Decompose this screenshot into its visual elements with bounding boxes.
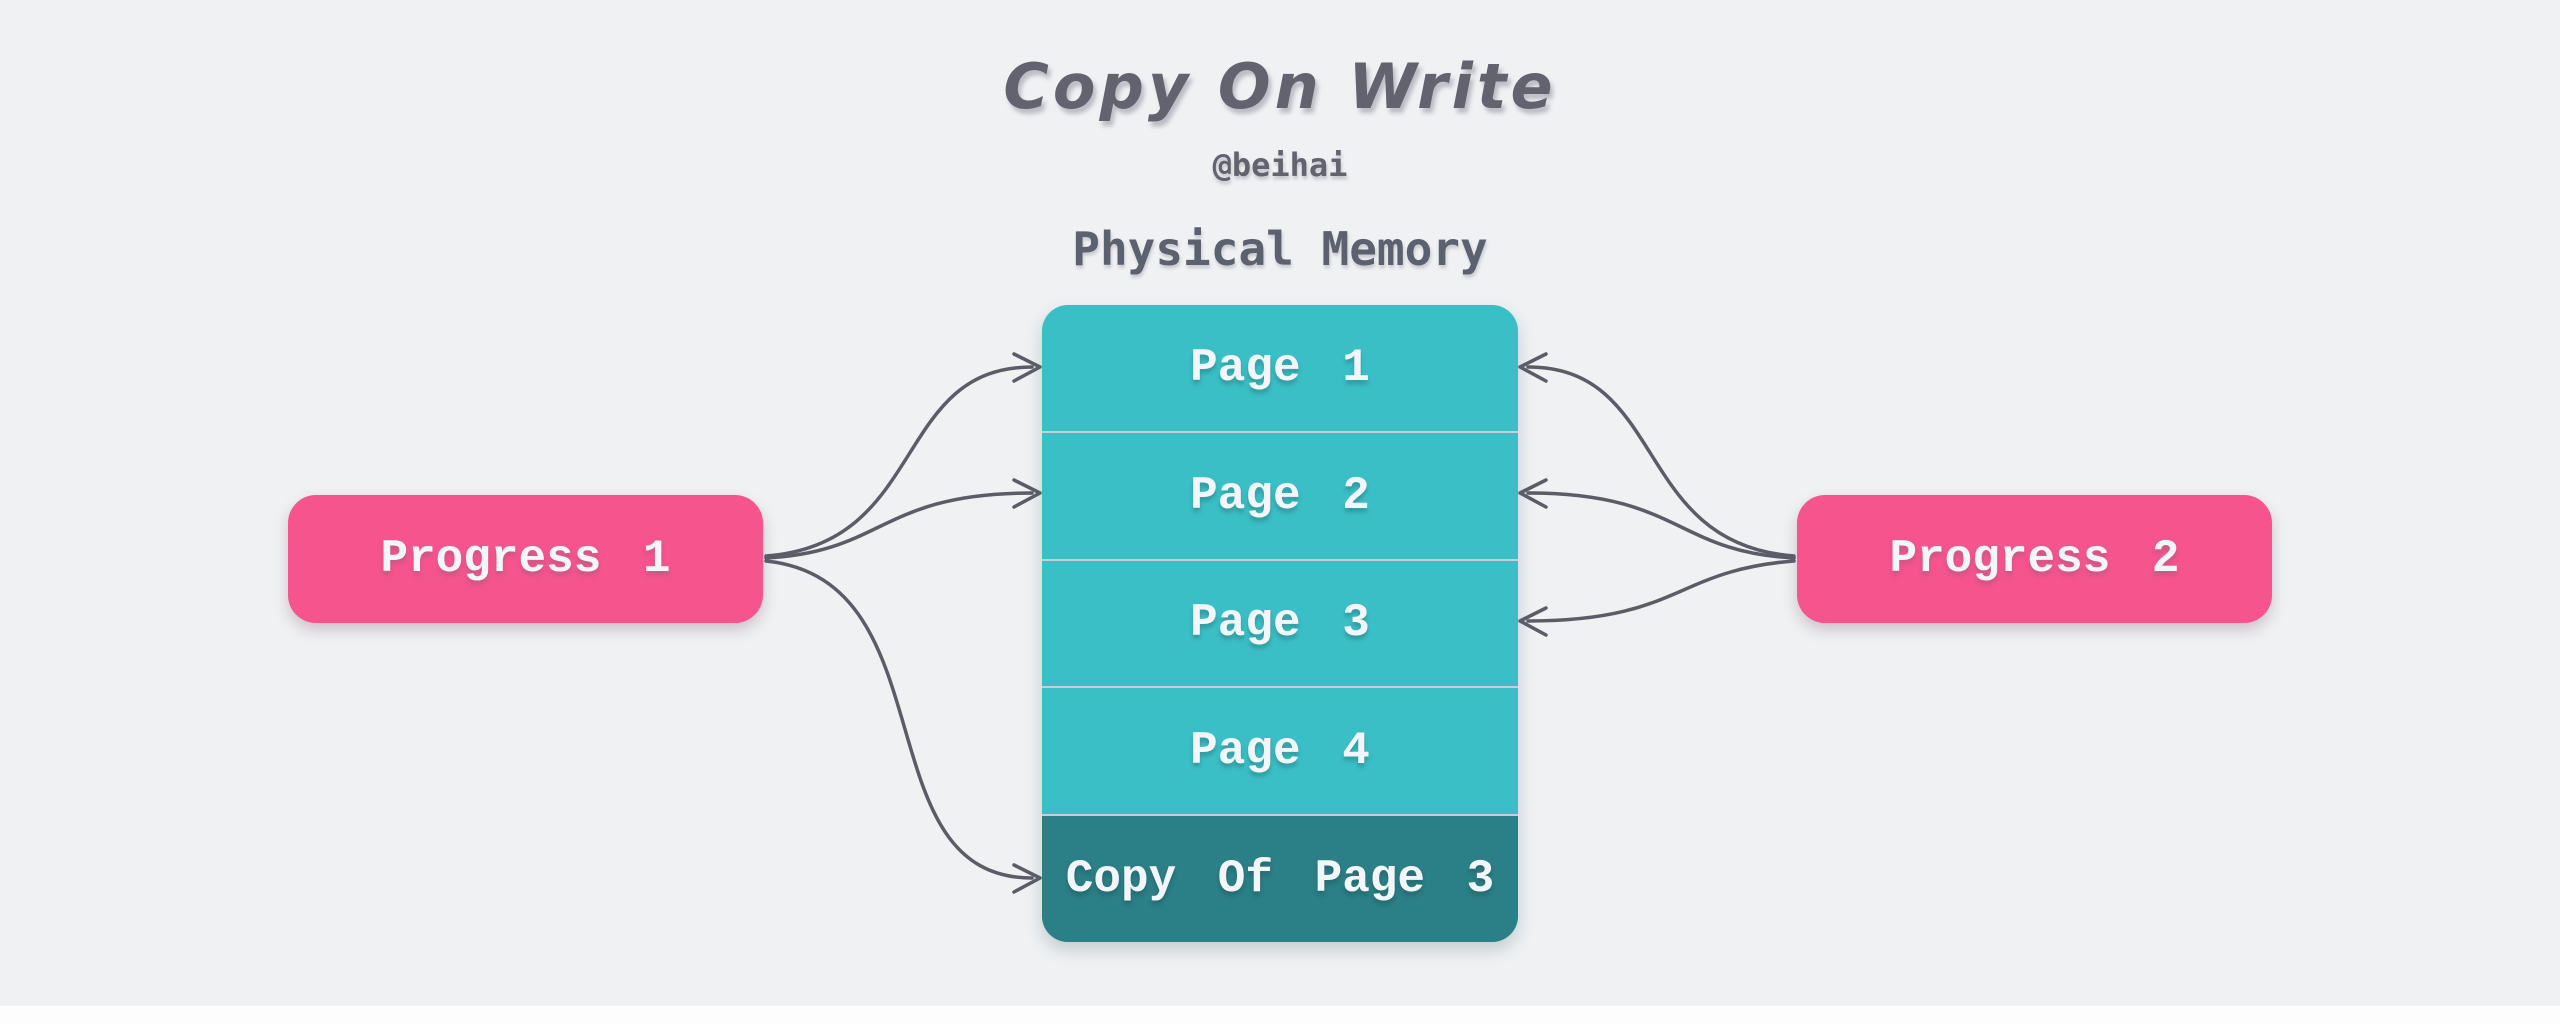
memory-row-page3: Page 3 — [1042, 558, 1518, 687]
arrow-progress2-to-page2 — [1526, 491, 1796, 560]
progress1-box: Progress 1 — [288, 495, 763, 623]
author-handle: @beihai — [1212, 146, 1348, 184]
copy-of-page3-label: Copy Of Page 3 — [1065, 853, 1495, 906]
arrow-progress1-to-page1 — [764, 365, 1034, 558]
diagram-title: Copy On Write — [1003, 50, 1557, 123]
bottom-white-strip — [0, 1006, 2560, 1024]
arrowhead-progress1-to-page1 — [1012, 352, 1042, 383]
arrowhead-progress2-to-page3 — [1518, 606, 1548, 637]
arrow-progress2-to-page1 — [1526, 365, 1796, 558]
progress1-label: Progress 1 — [380, 533, 671, 585]
arrow-progress1-to-copy-of-page3 — [764, 559, 1034, 880]
arrowhead-progress1-to-copy-of-page3 — [1012, 863, 1042, 894]
page2-label: Page 2 — [1190, 469, 1370, 522]
arrowhead-progress2-to-page2 — [1518, 478, 1548, 509]
progress2-box: Progress 2 — [1797, 495, 2272, 623]
arrowhead-progress2-to-page1 — [1518, 352, 1548, 383]
arrow-progress2-to-page3 — [1526, 559, 1796, 623]
memory-row-page4: Page 4 — [1042, 686, 1518, 814]
memory-row-copy-of-page3: Copy Of Page 3 — [1042, 814, 1518, 942]
memory-row-page2: Page 2 — [1042, 430, 1518, 559]
page1-label: Page 1 — [1190, 341, 1370, 394]
progress2-label: Progress 2 — [1889, 533, 2180, 585]
physical-memory-label: Physical Memory — [1072, 222, 1488, 276]
arrow-progress1-to-page2 — [764, 491, 1034, 560]
physical-memory-box: Page 1 Page 2 Page 3 Page 4 Copy Of Page… — [1042, 305, 1518, 942]
arrowhead-progress1-to-page2 — [1012, 478, 1042, 509]
page3-label: Page 3 — [1190, 597, 1370, 650]
memory-row-page1: Page 1 — [1042, 305, 1518, 431]
page4-label: Page 4 — [1190, 725, 1370, 778]
